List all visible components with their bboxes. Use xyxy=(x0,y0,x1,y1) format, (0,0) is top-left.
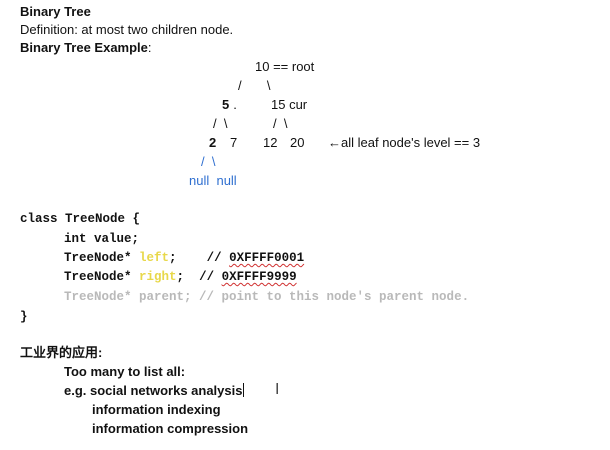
code-field-value: int value; xyxy=(64,232,140,246)
tree-null-branches: / \ xyxy=(201,154,216,169)
code-left-type: TreeNode* xyxy=(64,251,132,265)
applications-heading: 工业界的应用: xyxy=(20,345,103,360)
example-heading-colon: : xyxy=(147,40,152,55)
tree-node-5: 5. xyxy=(222,97,237,113)
tree-node-2: 2 xyxy=(209,135,217,150)
code-right-name: right xyxy=(139,270,177,284)
code-left-address: 0XFFFF0001 xyxy=(229,251,305,265)
tree-node-20: 20 xyxy=(290,135,305,150)
code-closing-brace: } xyxy=(20,310,28,324)
code-right-semicolon: ; xyxy=(176,270,185,284)
code-field-parent: TreeNode* parent; // point to this node'… xyxy=(64,290,470,304)
code-right-comment-prefix: // xyxy=(199,270,222,284)
tree-node-5-dot: . xyxy=(233,97,237,112)
code-field-right: TreeNode* right; // 0XFFFF9999 xyxy=(64,269,297,285)
definition-text: Definition: at most two children node. xyxy=(20,22,234,37)
tree-node-7: 7 xyxy=(230,135,238,150)
tree-root-line: 10 == root xyxy=(255,59,315,74)
applications-item-social[interactable]: e.g. social networks analysis xyxy=(64,383,245,399)
tree-node-5-branches: / \ xyxy=(213,116,228,131)
code-right-type: TreeNode* xyxy=(64,270,132,284)
tree-node-15-branches: / \ xyxy=(273,116,288,131)
applications-item-social-text: e.g. social networks analysis xyxy=(64,383,243,398)
applications-item-indexing: information indexing xyxy=(92,402,221,417)
code-left-semicolon: ; xyxy=(169,251,177,265)
code-right-address: 0XFFFF9999 xyxy=(221,270,297,284)
page-title: Binary Tree xyxy=(20,4,91,19)
tree-null-leaves: null null xyxy=(189,173,237,188)
example-heading-label: Binary Tree Example xyxy=(20,40,148,55)
code-left-name: left xyxy=(139,251,170,265)
tree-node-5-value: 5 xyxy=(222,97,230,112)
text-caret xyxy=(243,383,245,397)
applications-item-compression: information compression xyxy=(92,421,249,436)
leaf-level-note: ←all leaf node's level == 3 xyxy=(328,135,481,150)
tree-node-12: 12 xyxy=(263,135,278,150)
tree-node-15: 15 cur xyxy=(271,97,308,112)
code-field-left: TreeNode* left; // 0XFFFF0001 xyxy=(64,250,304,266)
applications-item-many: Too many to list all: xyxy=(64,364,186,379)
text-cursor-icon: I xyxy=(275,380,280,398)
tree-root-branches: / \ xyxy=(238,78,271,93)
example-heading: Binary Tree Example: xyxy=(20,40,152,56)
code-left-comment-prefix: // xyxy=(206,251,230,265)
code-class-declaration: class TreeNode { xyxy=(20,212,141,226)
